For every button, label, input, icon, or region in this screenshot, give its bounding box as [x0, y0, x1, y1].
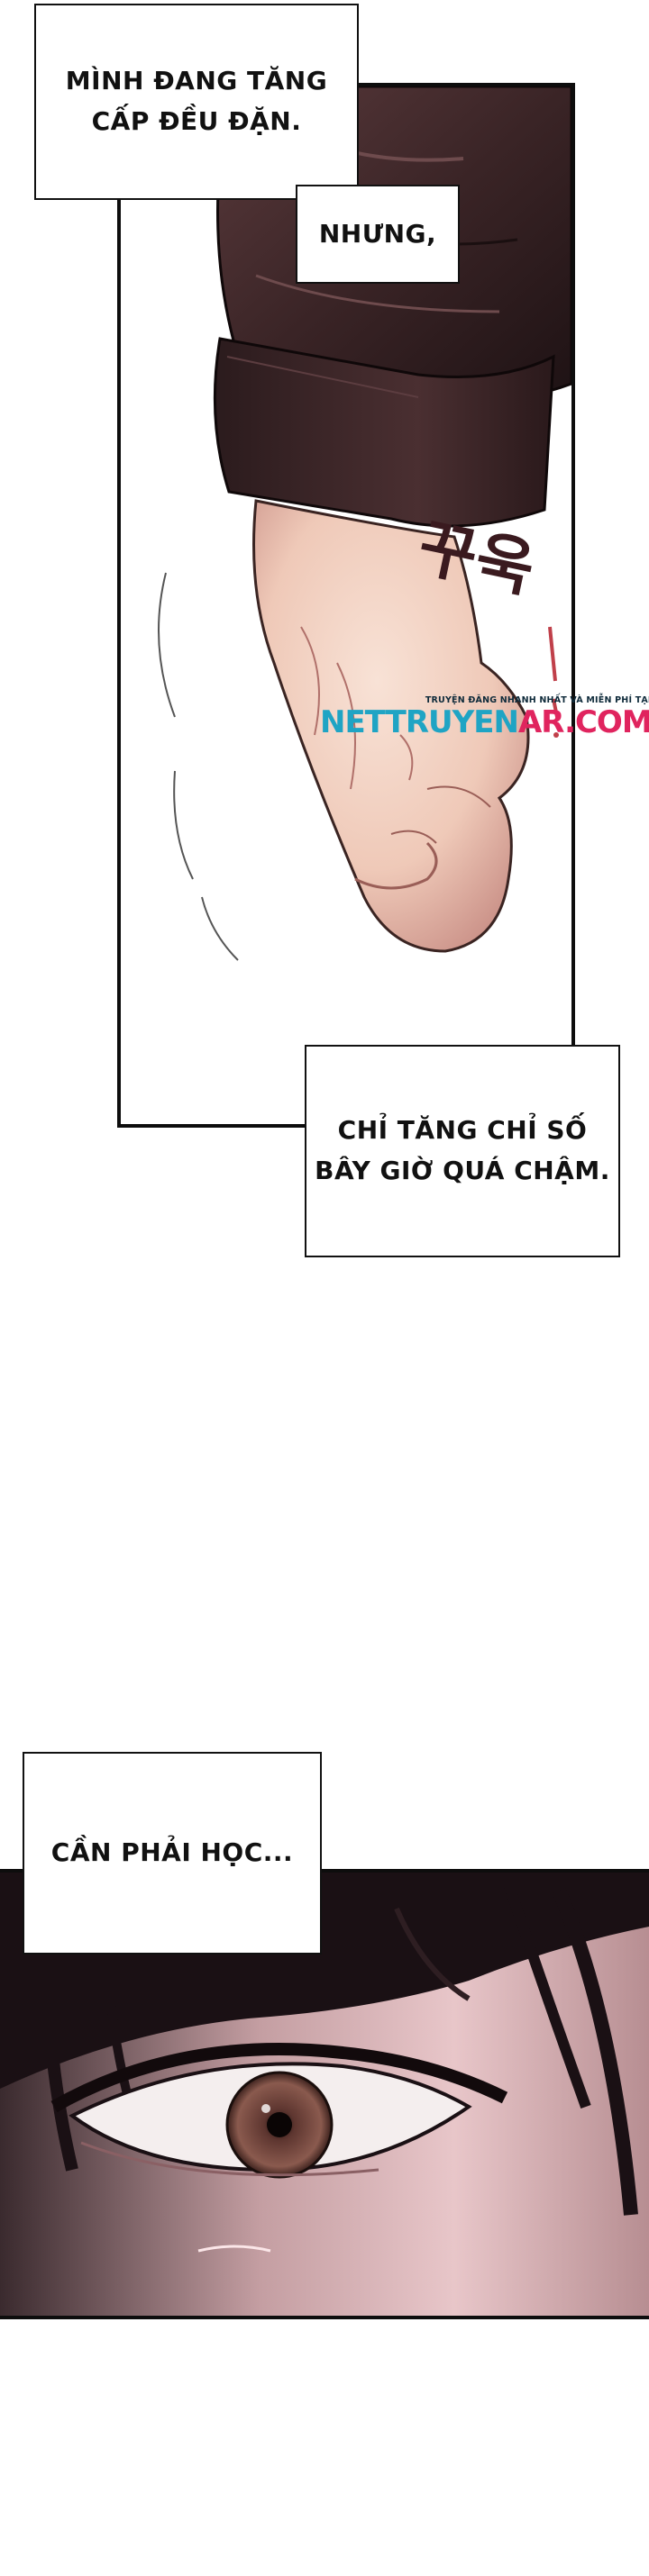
caption-line: BÂY GIỜ QUÁ CHẬM. — [315, 1156, 610, 1185]
caption-line: CHỈ TĂNG CHỈ SỐ — [337, 1115, 588, 1146]
watermark: TRUYỆN ĐĂNG NHANH NHẤT VÀ MIỄN PHÍ TẠI N… — [320, 695, 649, 738]
caption-line: CẤP ĐỀU ĐẶN. — [91, 106, 302, 136]
watermark-brand-part2: AR.COM — [517, 704, 649, 740]
caption-leveling: MÌNH ĐANG TĂNG CẤP ĐỀU ĐẶN. — [34, 4, 359, 200]
caption-stats: CHỈ TĂNG CHỈ SỐ BÂY GIỜ QUÁ CHẬM. — [305, 1045, 620, 1257]
caption-line: MÌNH ĐANG TĂNG — [65, 66, 328, 96]
watermark-subtitle: TRUYỆN ĐĂNG NHANH NHẤT VÀ MIỄN PHÍ TẠI — [425, 695, 649, 705]
cuff-shape — [213, 337, 555, 528]
sound-effect-accent — [548, 626, 559, 738]
motion-line — [173, 770, 194, 880]
eye-pupil — [267, 2112, 292, 2137]
eyelid-shape — [50, 2043, 508, 2113]
motion-line — [201, 896, 239, 961]
motion-line — [158, 572, 176, 718]
watermark-brand-part1: NETTRUYEN — [320, 704, 519, 740]
caption-but: NHƯNG, — [296, 185, 460, 284]
caption-learn: CẦN PHẢI HỌC... — [23, 1752, 322, 1955]
watermark-brand: NETTRUYENAR.COM — [320, 707, 649, 738]
caption-line: NHƯNG, — [318, 218, 437, 249]
fist-shape — [252, 499, 530, 953]
caption-line: CẦN PHẢI HỌC... — [50, 1837, 294, 1868]
